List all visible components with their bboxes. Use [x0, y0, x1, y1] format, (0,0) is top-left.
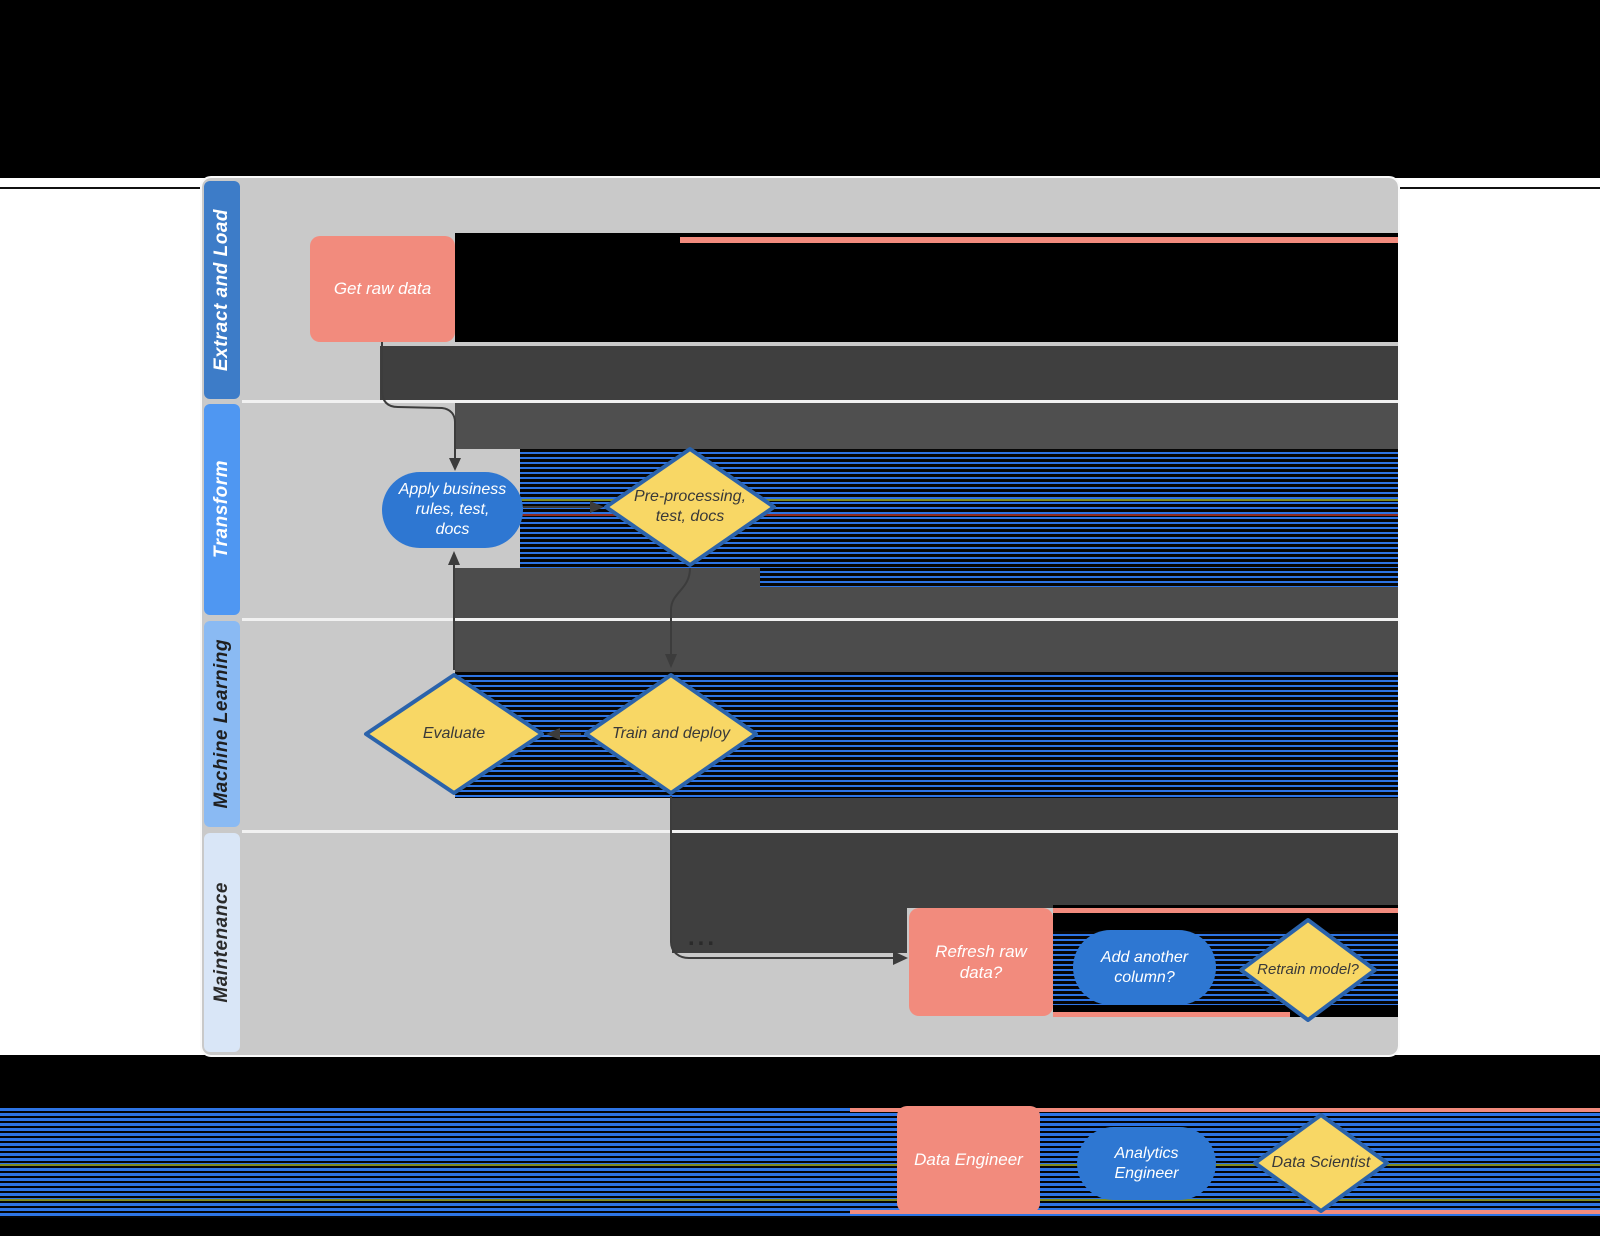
artifact-stripes [760, 568, 1398, 587]
artifact-band [455, 621, 1398, 672]
artifact-band [672, 798, 1398, 908]
node-label: Train and deploy [612, 725, 730, 742]
diagram-canvas: Extract and Load Transform Machine Learn… [200, 176, 1400, 1057]
legend-label: Analytics Engineer [1114, 1144, 1179, 1182]
arrowhead-up [448, 551, 460, 565]
lane-label: Machine Learning [211, 639, 232, 809]
diamond-shape [1253, 1113, 1389, 1213]
lane-header-machine-learning[interactable]: Machine Learning [204, 621, 240, 827]
arrowhead-right [893, 951, 908, 965]
node-retrain-model[interactable]: Retrain model? [1238, 917, 1378, 1023]
artifact-band [455, 403, 1398, 449]
smear-line [0, 1199, 1600, 1201]
diamond-shape [364, 673, 544, 795]
legend-label: Data Engineer [914, 1149, 1023, 1169]
diamond-shape [604, 447, 776, 567]
lane-label: Extract and Load [211, 208, 232, 372]
artifact-smear [520, 499, 1398, 501]
arrowhead-down [449, 458, 461, 471]
node-refresh-raw-data[interactable]: Refresh raw data? [909, 908, 1053, 1016]
legend-analytics-engineer[interactable]: Analytics Engineer [1077, 1127, 1216, 1200]
node-apply-business-rules[interactable]: Apply business rules, test, docs [382, 472, 523, 548]
node-pre-processing[interactable]: Pre-processing, test, docs [603, 446, 777, 568]
lane-label: Maintenance [211, 882, 232, 1003]
lane-header-maintenance[interactable]: Maintenance [204, 833, 240, 1052]
node-label: Add another column? [1100, 948, 1189, 986]
artifact-band [380, 346, 1398, 400]
diamond-shape [584, 673, 758, 795]
legend-data-scientist[interactable]: Data Scientist [1252, 1112, 1390, 1214]
node-label: Pre-processing, test, docs [633, 488, 747, 525]
artifact-band [455, 233, 1398, 342]
legend-data-engineer[interactable]: Data Engineer [897, 1106, 1040, 1213]
node-label: Get raw data [333, 279, 432, 299]
diamond-shape [1239, 918, 1377, 1022]
node-label: Apply business rules, test, docs [398, 481, 507, 538]
smear-line [0, 1164, 1600, 1166]
artifact-smear [520, 514, 1398, 516]
node-train-and-deploy[interactable]: Train and deploy [583, 672, 759, 796]
legend-label: Data Scientist [1271, 1154, 1371, 1171]
lane-header-extract-and-load[interactable]: Extract and Load [204, 181, 240, 399]
lane-divider [242, 830, 1398, 833]
smear-line [850, 1210, 1600, 1214]
lane-header-transform[interactable]: Transform [204, 404, 240, 615]
top-background-band [0, 0, 1600, 178]
lane-divider [242, 618, 1398, 621]
node-get-raw-data[interactable]: Get raw data [310, 236, 455, 342]
node-add-another-column[interactable]: Add another column? [1073, 930, 1216, 1005]
node-evaluate[interactable]: Evaluate [363, 672, 545, 796]
smear-line [850, 1108, 1600, 1112]
artifact-smear [680, 237, 1398, 243]
lane-label: Transform [211, 460, 232, 559]
node-label: Refresh raw data? [935, 941, 1027, 982]
node-label: Evaluate [422, 725, 486, 742]
node-label: Retrain model? [1257, 960, 1359, 978]
lane-divider [242, 400, 1398, 403]
connector-ellipsis-label: ... [688, 924, 718, 951]
artifact-smear [1053, 1012, 1290, 1017]
artifact-smear [1053, 908, 1398, 913]
